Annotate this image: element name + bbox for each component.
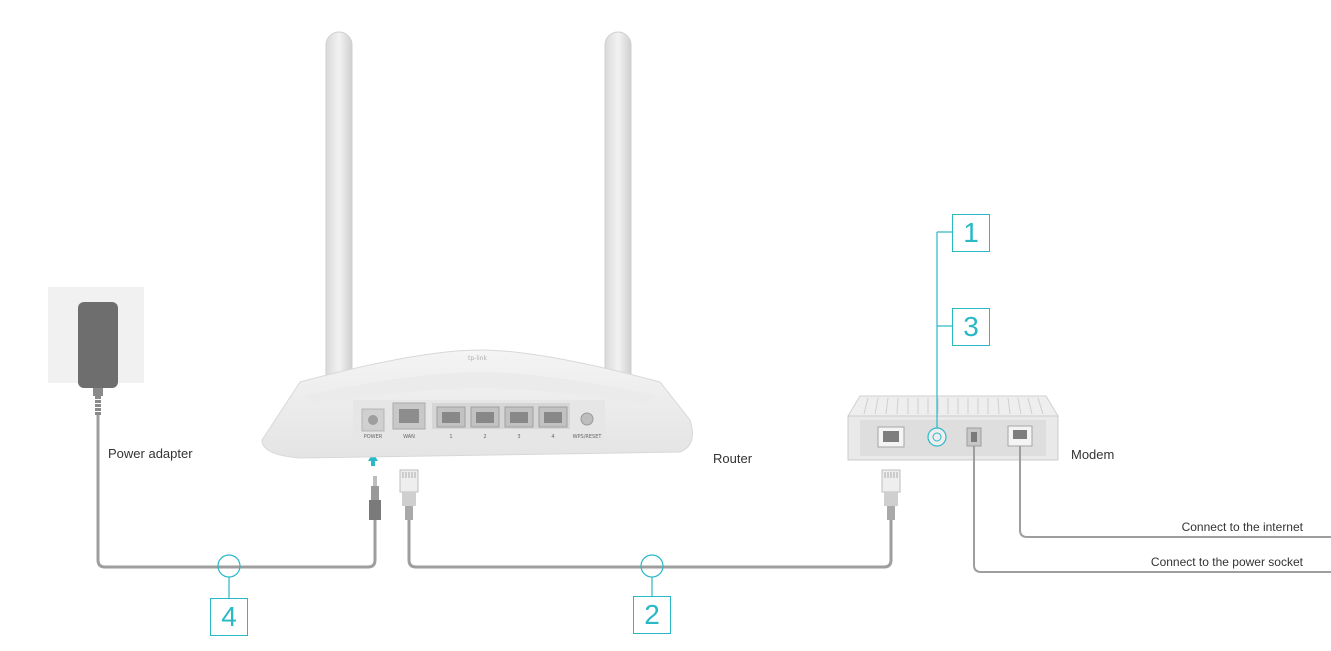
ethernet-plug-modem: [881, 469, 901, 520]
router-antenna-right: [604, 31, 632, 391]
modem-power-cable: [973, 446, 1331, 573]
router-port-lan1-label: 1: [449, 434, 452, 440]
router: tp-link POWER WAN 1 2 3 4 WPS/RESET: [261, 31, 693, 459]
router-port-lan2-label: 2: [483, 434, 486, 440]
power-cable: [96, 415, 377, 569]
power-plug: [369, 476, 381, 520]
svg-text:tp-link: tp-link: [468, 355, 487, 362]
power-adapter-label: Power adapter: [108, 446, 193, 461]
modem: [847, 395, 1059, 461]
modem-internet-cable: [1019, 446, 1331, 538]
step-2-box: 2: [633, 596, 671, 634]
router-label: Router: [713, 451, 753, 466]
router-port-wps-label: WPS/RESET: [573, 434, 603, 440]
modem-label: Modem: [1071, 447, 1115, 462]
router-port-lan3-label: 3: [517, 434, 520, 440]
power-adapter: [78, 302, 118, 415]
internet-label: Connect to the internet: [1181, 520, 1303, 534]
ethernet-plug-router: [399, 469, 419, 520]
power-socket-label: Connect to the power socket: [1150, 555, 1303, 569]
router-port-power-label: POWER: [364, 434, 383, 440]
router-port-lan4-label: 4: [551, 434, 554, 440]
step-1-box: 1: [952, 214, 990, 252]
callout-lines: [217, 231, 952, 599]
router-port-wan-label: WAN: [403, 434, 415, 440]
step-4-box: 4: [210, 598, 248, 636]
ethernet-cable: [407, 520, 893, 569]
router-antenna-left: [325, 31, 353, 391]
power-button-icon: [927, 427, 947, 447]
step-3-box: 3: [952, 308, 990, 346]
